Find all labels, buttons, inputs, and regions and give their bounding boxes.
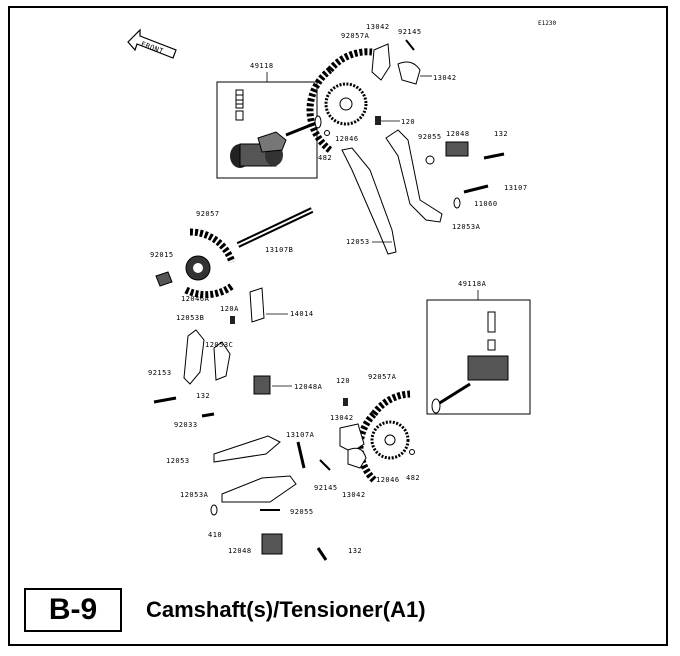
callout-12053B: 12053B — [176, 314, 204, 322]
callout-12048-bot: 12048 — [228, 547, 252, 555]
callout-92033: 92033 — [174, 421, 198, 429]
camshaft-group-box-A — [426, 290, 531, 415]
callout-13042-bot: 13042 — [342, 491, 366, 499]
callout-92145-top: 92145 — [398, 28, 422, 36]
callout-12053C: 12053C — [205, 341, 233, 349]
callout-120-top: 120 — [401, 118, 415, 126]
callout-13042-mid: 13042 — [330, 414, 354, 422]
section-code-box: B-9 — [24, 588, 122, 632]
exploded-parts-diagram: FRONT 49118 92057A 13042 92145 13042 120… — [127, 23, 531, 561]
callout-92057A-mid: 92057A — [368, 373, 397, 381]
callout-92015: 92015 — [150, 251, 174, 259]
callout-49118: 49118 — [250, 62, 274, 70]
callout-132-mid: 132 — [196, 392, 210, 400]
callout-12053A-top: 12053A — [452, 223, 481, 231]
callout-11060: 11060 — [474, 200, 498, 208]
callout-12053-top: 12053 — [346, 238, 370, 246]
callout-410: 410 — [208, 531, 222, 539]
section-code: B-9 — [48, 593, 98, 626]
callout-14014: 14014 — [290, 310, 314, 318]
callout-12048-top: 12048 — [446, 130, 470, 138]
callout-92057: 92057 — [196, 210, 220, 218]
callout-13042-right: 13042 — [433, 74, 457, 82]
callout-482-bot: 482 — [406, 474, 420, 482]
callout-92055-top: 92055 — [418, 133, 442, 141]
callout-12046-bot: 12046 — [376, 476, 400, 484]
callout-132-bot: 132 — [348, 547, 362, 555]
callout-132-top: 132 — [494, 130, 508, 138]
callout-12046A: 12046A — [181, 295, 210, 303]
cam-sprocket-chain-top — [306, 48, 400, 153]
callout-92057A-top: 92057A — [341, 32, 370, 40]
section-title: Camshaft(s)/Tensioner(A1) — [146, 597, 426, 622]
callout-92153: 92153 — [148, 369, 172, 377]
diagram-frame — [8, 6, 668, 646]
callout-12053A-bot: 12053A — [180, 491, 209, 499]
callout-13107A: 13107A — [286, 431, 315, 439]
callout-13107: 13107 — [504, 184, 528, 192]
callout-13107B: 13107B — [265, 246, 293, 254]
callout-13042-top: 13042 — [366, 23, 390, 31]
callout-120A: 120A — [220, 305, 239, 313]
callout-12053-bot: 12053 — [166, 457, 190, 465]
callout-92145-bot: 92145 — [314, 484, 338, 492]
reference-code: E1230 — [538, 20, 557, 27]
callout-49118A: 49118A — [458, 280, 487, 288]
camshaft-group-box: 49118 — [216, 62, 322, 179]
callout-92055-bot: 92055 — [290, 508, 314, 516]
callout-12048A: 12048A — [294, 383, 323, 391]
front-arrow: FRONT — [127, 28, 177, 59]
callout-12046-top: 12046 — [335, 135, 359, 143]
callout-482-top: 482 — [318, 154, 332, 162]
callout-120-mid: 120 — [336, 377, 350, 385]
